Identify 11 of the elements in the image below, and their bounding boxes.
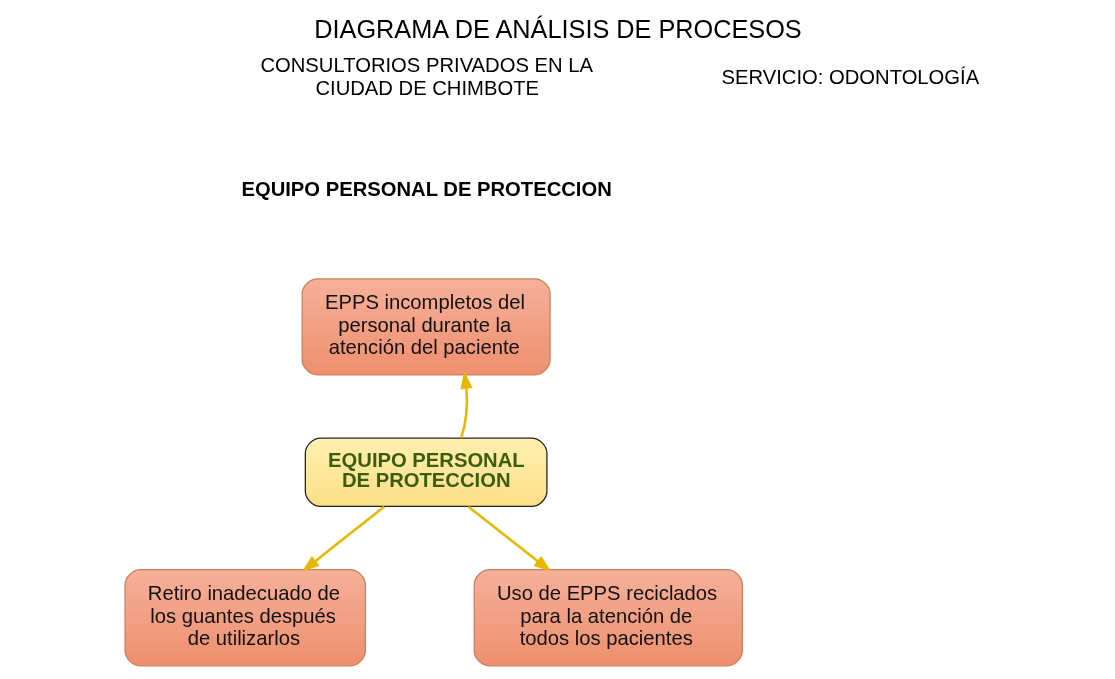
arrow xyxy=(301,505,385,572)
label: EQUIPO PERSONAL DE PROTECCION xyxy=(240,178,612,201)
label: SERVICIO: ODONTOLOGÍA xyxy=(721,65,979,88)
diagram-title: DIAGRAMA DE ANÁLISIS DE PROCESOS xyxy=(313,15,802,44)
node-box: Retiro inadecuado de los guantes después de utilizarlos xyxy=(123,569,366,667)
node-box: EPPS incompletos del personal durante la atención del paciente xyxy=(301,278,551,376)
arrow xyxy=(459,371,473,439)
arrow xyxy=(467,505,551,572)
label: CONSULTORIOS PRIVADOS EN LA CIUDAD DE CHIMBOTE xyxy=(259,54,593,100)
node-box: Uso de EPPS reciclados para la atención de todos los pacientes xyxy=(473,569,743,667)
node-box: EQUIPO PERSONAL DE PROTECCION xyxy=(304,437,548,508)
